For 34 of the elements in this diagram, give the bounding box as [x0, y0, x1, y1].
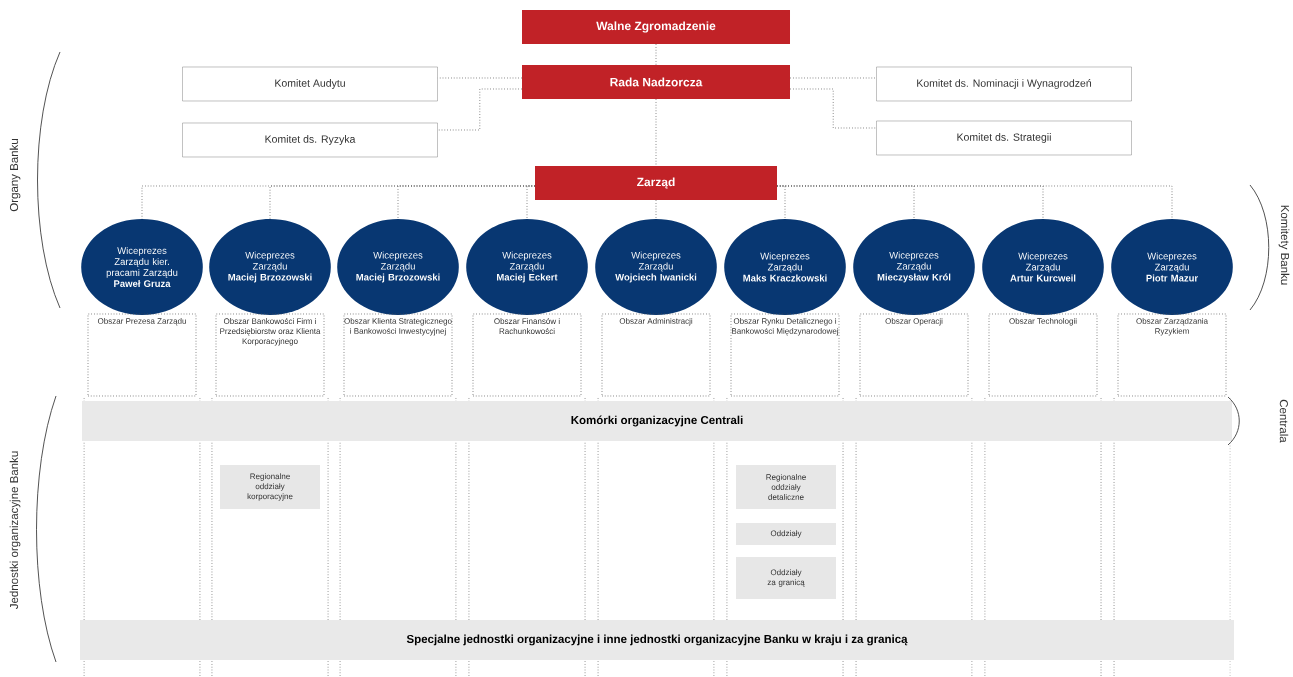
connector-line — [655, 98, 657, 167]
area-box: Obszar Klienta Strategicznego i Bankowości Inwestycyjnej — [343, 313, 453, 397]
side-label: Jednostki organizacyjne Banku — [9, 451, 21, 610]
area-box: Obszar Prezesa Zarządu — [87, 313, 197, 397]
area-box: Obszar Administracji — [601, 313, 711, 397]
connector-line — [789, 88, 877, 129]
connector-line — [526, 185, 536, 220]
area-box: Obszar Zarządzania Ryzykiem — [1117, 313, 1227, 397]
governing-body-box: Walne Zgromadzenie — [522, 10, 790, 44]
committee-box: Komitet ds. Ryzyka — [182, 122, 438, 158]
connector-line — [437, 88, 523, 131]
unit-box: Regionalne oddziały detaliczne — [736, 465, 836, 509]
area-box: Obszar Rynku Detalicznego i Bankowości Międzynarodowej — [730, 313, 840, 397]
unit-band: Komórki organizacyjne Centrali — [82, 401, 1232, 441]
connector-line — [776, 185, 1173, 220]
connector-line — [789, 77, 877, 79]
unit-box: Regionalne oddziały korporacyjne — [220, 465, 320, 509]
unit-box: Oddziały za granicą — [736, 557, 836, 599]
committee-box: Komitet ds. Nominacji i Wynagrodzeń — [876, 66, 1132, 102]
connector-line — [655, 43, 657, 66]
governing-body-box: Rada Nadzorcza — [522, 65, 790, 99]
governing-body-box: Zarząd — [535, 166, 777, 200]
area-box: Obszar Finansów i Rachunkowości — [472, 313, 582, 397]
area-box: Obszar Operacji — [859, 313, 969, 397]
side-label: Organy Banku — [9, 139, 21, 212]
area-box: Obszar Technologii — [988, 313, 1098, 397]
connector-line — [437, 77, 523, 79]
committee-box: Komitet ds. Strategii — [876, 120, 1132, 156]
unit-box: Oddziały — [736, 523, 836, 545]
side-label: Komitety Banku — [1278, 205, 1290, 285]
committee-box: Komitet Audytu — [182, 66, 438, 102]
area-box: Obszar Bankowości Firm i Przedsiębiorstw oraz Klienta Korporacyjnego — [215, 313, 325, 397]
unit-band: Specjalne jednostki organizacyjne i inne jednostki organizacyjne Banku w kraju i za granicą — [80, 620, 1234, 660]
side-label: Centrala — [1279, 399, 1289, 443]
